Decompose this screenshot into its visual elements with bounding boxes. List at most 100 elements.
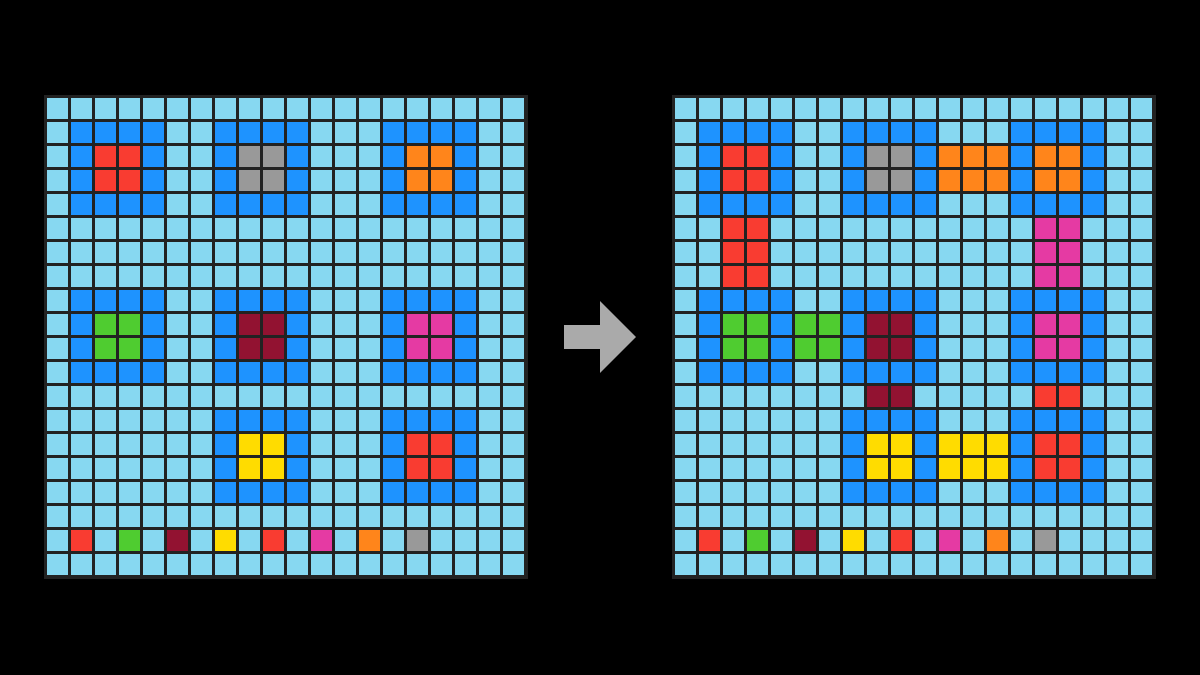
output-cell — [939, 458, 960, 479]
output-cell — [867, 554, 888, 575]
output-cell — [1035, 290, 1056, 311]
input-cell — [191, 242, 212, 263]
output-cell — [723, 122, 744, 143]
output-cell — [963, 194, 984, 215]
output-cell — [891, 410, 912, 431]
input-cell — [407, 266, 428, 287]
input-cell — [287, 530, 308, 551]
output-cell — [1011, 266, 1032, 287]
input-cell — [287, 314, 308, 335]
output-cell — [795, 170, 816, 191]
input-cell — [95, 194, 116, 215]
input-cell — [431, 362, 452, 383]
output-cell — [819, 242, 840, 263]
input-cell — [215, 338, 236, 359]
output-cell — [771, 194, 792, 215]
input-cell — [215, 362, 236, 383]
output-cell — [1011, 506, 1032, 527]
input-cell — [479, 170, 500, 191]
output-cell — [771, 170, 792, 191]
input-cell — [167, 482, 188, 503]
output-cell — [1107, 314, 1128, 335]
input-cell — [239, 170, 260, 191]
input-cell — [95, 530, 116, 551]
input-cell — [191, 482, 212, 503]
input-cell — [119, 362, 140, 383]
output-cell — [987, 506, 1008, 527]
output-cell — [1011, 434, 1032, 455]
input-cell — [95, 218, 116, 239]
output-cell — [1107, 362, 1128, 383]
output-cell — [795, 530, 816, 551]
output-cell — [675, 218, 696, 239]
input-cell — [359, 362, 380, 383]
output-cell — [963, 434, 984, 455]
input-cell — [359, 434, 380, 455]
input-cell — [359, 194, 380, 215]
input-cell — [311, 362, 332, 383]
output-cell — [1083, 458, 1104, 479]
input-cell — [407, 554, 428, 575]
input-cell — [143, 218, 164, 239]
input-cell — [359, 98, 380, 119]
input-cell — [215, 554, 236, 575]
output-cell — [1131, 386, 1152, 407]
input-cell — [359, 410, 380, 431]
input-cell — [479, 290, 500, 311]
input-cell — [287, 242, 308, 263]
input-cell — [71, 290, 92, 311]
output-cell — [843, 146, 864, 167]
output-cell — [747, 338, 768, 359]
input-cell — [47, 482, 68, 503]
output-cell — [747, 290, 768, 311]
input-cell — [191, 194, 212, 215]
output-cell — [987, 242, 1008, 263]
output-cell — [1011, 410, 1032, 431]
input-cell — [71, 410, 92, 431]
output-cell — [1011, 362, 1032, 383]
input-cell — [359, 122, 380, 143]
output-cell — [939, 266, 960, 287]
output-cell — [747, 98, 768, 119]
output-cell — [1011, 170, 1032, 191]
output-cell — [963, 170, 984, 191]
output-cell — [819, 386, 840, 407]
input-cell — [143, 338, 164, 359]
output-cell — [699, 554, 720, 575]
output-cell — [915, 386, 936, 407]
input-cell — [287, 290, 308, 311]
input-cell — [287, 170, 308, 191]
input-cell — [383, 434, 404, 455]
output-cell — [1011, 146, 1032, 167]
input-cell — [119, 482, 140, 503]
output-cell — [819, 146, 840, 167]
input-cell — [455, 434, 476, 455]
output-cell — [1059, 386, 1080, 407]
output-cell — [795, 194, 816, 215]
output-cell — [675, 314, 696, 335]
input-cell — [431, 530, 452, 551]
output-cell — [963, 314, 984, 335]
output-cell — [987, 122, 1008, 143]
output-cell — [1083, 266, 1104, 287]
input-cell — [47, 170, 68, 191]
input-cell — [407, 122, 428, 143]
input-cell — [167, 98, 188, 119]
input-cell — [71, 314, 92, 335]
input-cell — [431, 410, 452, 431]
output-cell — [963, 554, 984, 575]
input-cell — [383, 506, 404, 527]
input-cell — [503, 506, 524, 527]
input-cell — [143, 98, 164, 119]
input-cell — [143, 170, 164, 191]
input-cell — [287, 146, 308, 167]
input-cell — [239, 266, 260, 287]
input-cell — [503, 242, 524, 263]
output-cell — [1131, 434, 1152, 455]
input-cell — [407, 506, 428, 527]
input-cell — [311, 290, 332, 311]
output-cell — [867, 290, 888, 311]
input-cell — [167, 290, 188, 311]
output-cell — [963, 482, 984, 503]
output-cell — [987, 482, 1008, 503]
